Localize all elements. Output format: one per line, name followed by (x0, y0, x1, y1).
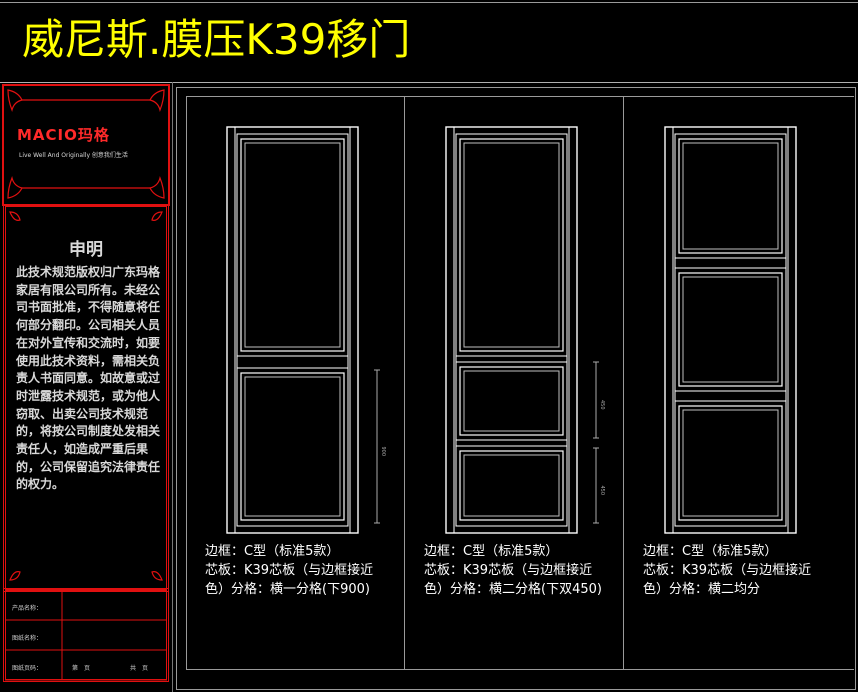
door-panel (678, 405, 783, 521)
door-panel-bevel (244, 376, 341, 517)
page-total: 共 页 (130, 665, 149, 672)
door-outer-frame (445, 126, 578, 534)
corner-ornament (9, 571, 163, 581)
product-name-label: 产品名称： (12, 605, 43, 612)
door-panel (678, 272, 783, 387)
door-panel-bevel (682, 409, 779, 517)
drawing-title: 威尼斯.膜压K39移门 (22, 15, 411, 64)
door-2-caption: 边框：C型（标准5款） 芯板：K39芯板（与边框接近 色）分格：横二分格(下双4… (424, 542, 602, 599)
door-panel-bevel (463, 370, 560, 432)
door-1-caption: 边框：C型（标准5款） 芯板：K39芯板（与边框接近 色）分格：横一分格(下90… (205, 542, 373, 599)
door-panel (678, 138, 783, 254)
caption-line: 边框：C型（标准5款） (643, 544, 778, 559)
door-panel-bevel (682, 142, 779, 250)
door-panel-bevel (463, 142, 560, 348)
caption-line: 色）分格：横二均分 (643, 582, 761, 597)
door-panel-bevel (682, 276, 779, 383)
door-inner-frame (455, 133, 568, 527)
door-panel (240, 372, 345, 521)
caption-line: 芯板：K39芯板（与边框接近 (424, 563, 593, 578)
declaration-outer-frame (3, 204, 169, 592)
door-panel (459, 138, 564, 352)
caption-line: 边框：C型（标准5款） (205, 544, 340, 559)
door-panel (240, 138, 345, 352)
caption-line: 色）分格：横二分格(下双450) (424, 582, 602, 597)
door-outer-frame (226, 126, 359, 534)
declaration-heading: 申明 (69, 240, 103, 260)
door-panel (459, 366, 564, 436)
brand-tagline: Live Well And Originally 创意我们生活 (19, 152, 128, 159)
declaration-body: 此技术规范版权归广东玛格家居有限公司所有。未经公司书面批准，不得随意将任何部分翻… (16, 265, 161, 492)
door-outer-frame (664, 126, 797, 534)
caption-line: 芯板：K39芯板（与边框接近 (643, 563, 812, 578)
door-panel-bevel (244, 142, 341, 348)
drawing-inner-frame (186, 96, 854, 670)
door-inner-frame (236, 133, 349, 527)
dimension-label: 900 (380, 447, 386, 457)
door-stile-line (672, 126, 789, 534)
caption-line: 芯板：K39芯板（与边框接近 (205, 563, 374, 578)
page-number: 第 页 (72, 665, 91, 672)
door-stile-line (453, 126, 570, 534)
door-inner-frame (674, 133, 787, 527)
corner-ornament (7, 89, 23, 112)
dimension-label: 450 (599, 400, 605, 410)
column-divider (404, 96, 405, 670)
brand-logo: MACIO玛格 (17, 126, 110, 144)
logo-frame (2, 84, 170, 206)
corner-ornament (9, 211, 163, 221)
caption-line: 边框：C型（标准5款） (424, 544, 559, 559)
drawing-frame (176, 87, 856, 690)
door-panel (459, 450, 564, 521)
title-block-outer-frame (3, 588, 169, 682)
sidebar-divider (172, 82, 173, 692)
corner-ornament (149, 89, 165, 112)
caption-line: 色）分格：横一分格(下900) (205, 582, 370, 597)
top-border-line (0, 2, 858, 3)
declaration-frame (5, 206, 167, 590)
door-stile-line (234, 126, 351, 534)
dimension-label: 450 (599, 486, 605, 496)
page-label: 图纸页码： (12, 665, 43, 672)
corner-ornament (149, 176, 165, 199)
corner-ornament (7, 176, 23, 199)
column-divider (623, 96, 624, 670)
door-3-caption: 边框：C型（标准5款） 芯板：K39芯板（与边框接近 色）分格：横二均分 (643, 542, 811, 599)
door-panel-bevel (463, 454, 560, 517)
drawing-name-label: 图纸名称： (12, 635, 43, 642)
title-separator (0, 82, 858, 83)
